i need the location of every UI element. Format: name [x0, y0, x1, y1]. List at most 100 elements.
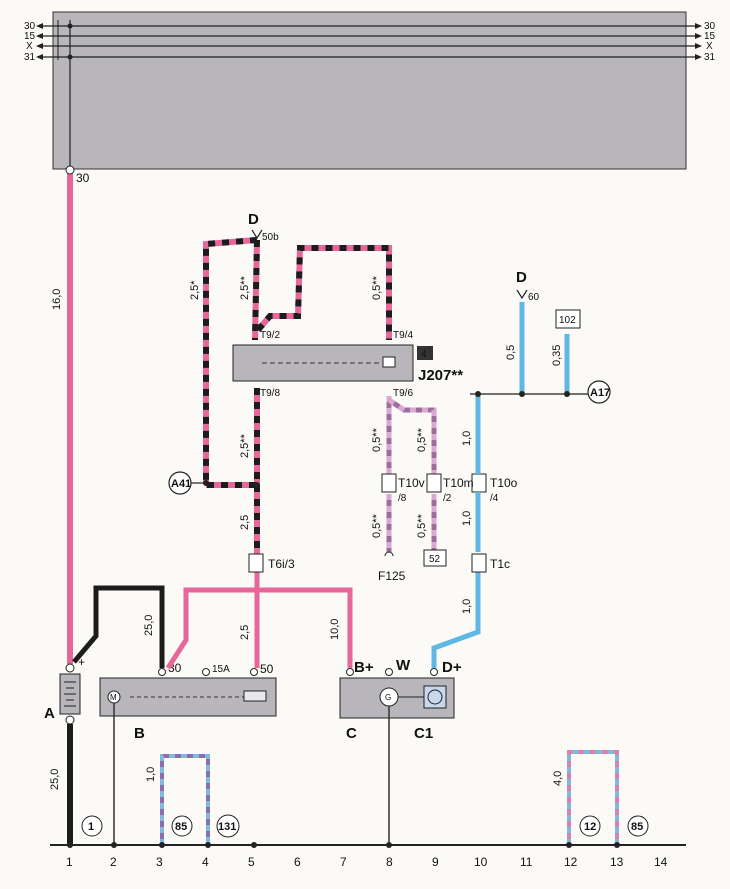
pin-t9-2: T9/2	[260, 330, 280, 341]
alternator-pin-w	[385, 668, 393, 676]
alternator-pin-bplus	[346, 668, 354, 676]
ground-num-3: 3	[156, 855, 163, 869]
bus-label-left-31: 31	[24, 52, 36, 63]
t1c-connector	[471, 553, 487, 573]
svg-text:G: G	[385, 693, 391, 702]
bus-label-right-31: 31	[704, 52, 716, 63]
bus-label-right-30: 30	[704, 21, 716, 32]
pin-t9-8: T9/8	[260, 388, 280, 399]
f125-label: F125	[378, 569, 406, 583]
pin-t10v: T10v	[398, 476, 425, 490]
d-top-label: D	[248, 211, 259, 228]
bus-label-left-30: 30	[24, 21, 36, 32]
starter-pin-15a-label: 15A	[212, 664, 230, 675]
a17-circle	[587, 380, 611, 404]
bus-label-right-15: 15	[704, 31, 716, 42]
bus-label-left-15: 15	[24, 31, 36, 42]
t10v-connector	[381, 473, 397, 493]
battery-plus-label: +	[78, 655, 85, 669]
wire-pink-black	[203, 237, 392, 554]
alternator-w-label: W	[396, 657, 411, 674]
starter-label: B	[134, 725, 145, 742]
wire-purple	[386, 396, 437, 552]
ground-num-12: 12	[564, 855, 578, 869]
bottom-circle-12: 12	[584, 821, 596, 833]
wire-label-25ss-b: 2,5**	[239, 433, 251, 458]
alternator-label: C	[346, 725, 357, 742]
ground-num-8: 8	[386, 855, 393, 869]
bus-lines	[38, 25, 700, 58]
battery-label: A	[44, 705, 55, 722]
bottom-circle-85b: 85	[631, 821, 643, 833]
alternator-pin-dplus	[430, 668, 438, 676]
svg-text:M: M	[110, 693, 117, 702]
regulator-label: C1	[414, 725, 433, 742]
ground-num-11: 11	[520, 855, 533, 869]
starter-pin-30	[158, 668, 166, 676]
wire-10-pink	[165, 587, 353, 670]
ground-num-4: 4	[202, 855, 209, 869]
bottom-circle-131: 131	[218, 821, 236, 833]
ground-num-13: 13	[610, 855, 624, 869]
wire-label-10-a: 1,0	[461, 431, 473, 446]
wire-label-25-mid: 2,5	[239, 515, 251, 530]
pin-t1c: T1c	[490, 557, 510, 571]
wire-label-05ss-d: 0,5**	[416, 513, 428, 538]
box-52-label: 52	[429, 554, 441, 565]
relay-tap-connector	[65, 165, 75, 175]
alternator-dplus-label: D+	[442, 659, 462, 676]
battery-minus-terminal	[65, 715, 75, 725]
bottom-circle-1: 1	[88, 821, 94, 833]
pin-t10m: T10m	[443, 476, 474, 490]
pin-t6i: T6i/3	[268, 557, 295, 571]
ground-num-9: 9	[432, 855, 439, 869]
wire-label-10: 10,0	[329, 619, 341, 640]
wire-label-10-b: 1,0	[461, 511, 473, 526]
t10o-connector	[471, 473, 487, 493]
relay-tap-label: 30	[76, 171, 90, 185]
box-102	[555, 309, 581, 329]
starter-pin-50-label: 50	[260, 662, 274, 676]
wire-label-25ss-a: 2,5**	[239, 275, 251, 300]
alternator-bplus-label: B+	[354, 659, 374, 676]
d-right-pin: 60	[528, 292, 540, 303]
wire-label-05: 0,5	[505, 345, 517, 360]
battery-plus-terminal	[65, 663, 75, 673]
pin-t9-4: T9/4	[393, 330, 413, 341]
wire-label-05ss-a: 0,5**	[371, 427, 383, 452]
relay-box-4	[417, 346, 433, 360]
bottom-circles: 1 85 131 12 85	[81, 814, 649, 838]
ground-numbers: 1 2 3 4 5 6 7 8 9 10 11 12 13 14	[66, 855, 668, 869]
bottom-circle-85a: 85	[175, 821, 187, 833]
bus-arrows	[36, 23, 702, 60]
regulator-icon	[423, 685, 447, 709]
pin-t10o: T10o	[490, 476, 518, 490]
ground-num-6: 6	[294, 855, 301, 869]
starter-pin-15a	[202, 668, 210, 676]
wire-label-05ss-top: 0,5**	[371, 275, 383, 300]
starter-pin-50	[250, 668, 258, 676]
wire-label-05ss-b: 0,5**	[416, 427, 428, 452]
ground-num-14: 14	[654, 855, 668, 869]
wire-label-05ss-c: 0,5**	[371, 513, 383, 538]
ground-num-2: 2	[110, 855, 117, 869]
ground-num-1: 1	[66, 855, 73, 869]
d-right-label: D	[516, 269, 527, 286]
a41-label: A41	[171, 478, 191, 490]
t10m-connector	[426, 473, 442, 493]
ground-num-10: 10	[474, 855, 488, 869]
wire-label-035: 0,35	[551, 345, 563, 366]
wire-label-25-low: 2,5	[239, 625, 251, 640]
t6i-connector	[248, 553, 264, 573]
wire-label-16: 16,0	[51, 289, 63, 310]
box-102-label: 102	[559, 315, 576, 326]
wire-label-25-top: 25,0	[143, 615, 155, 636]
wire-blue	[431, 302, 570, 668]
box-52	[423, 549, 447, 567]
relay-label: J207**	[418, 367, 463, 384]
d-top-pin: 50b	[262, 232, 279, 243]
relay-panel	[52, 11, 687, 170]
pin-t10m-sub: /2	[443, 493, 452, 504]
pin-t10v-sub: /8	[398, 493, 407, 504]
